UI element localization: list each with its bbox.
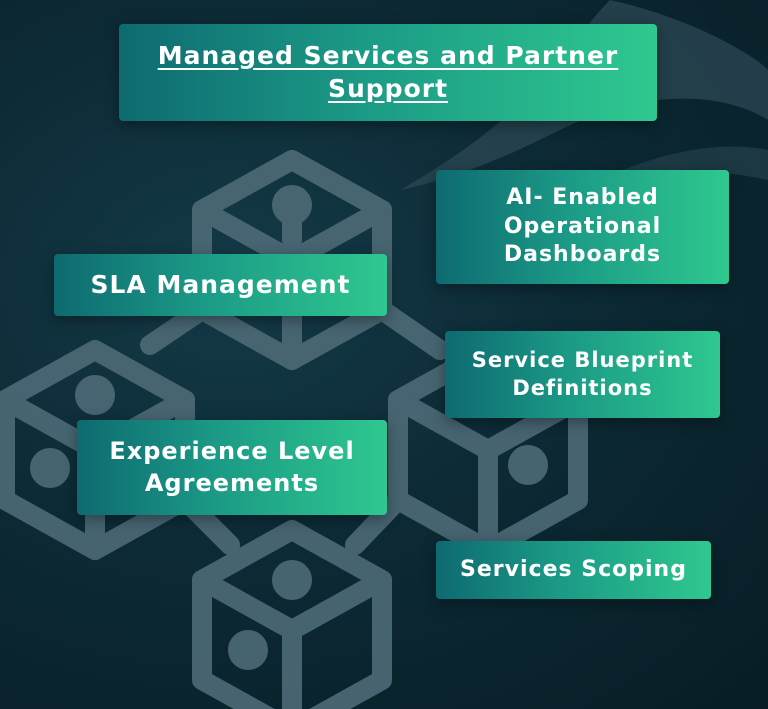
services-scoping-label: Services Scoping	[460, 556, 687, 582]
cube-bottom	[192, 520, 392, 709]
ai-dashboards-card: AI- Enabled Operational Dashboards	[436, 170, 729, 284]
title-card: Managed Services and Partner Support	[119, 24, 657, 121]
service-blueprint-label: Service Blueprint Definitions	[471, 348, 694, 400]
connector-right-bottom	[345, 490, 408, 555]
connector-top-right	[372, 300, 450, 360]
sla-management-label: SLA Management	[90, 269, 351, 299]
title-text: Managed Services and Partner Support	[157, 41, 619, 103]
services-scoping-card: Services Scoping	[436, 541, 711, 599]
sla-management-card: SLA Management	[54, 254, 387, 316]
service-blueprint-card: Service Blueprint Definitions	[445, 331, 720, 418]
experience-level-card: Experience Level Agreements	[77, 420, 387, 515]
ai-dashboards-label: AI- Enabled Operational Dashboards	[503, 185, 662, 268]
swoosh-shape-2	[560, 146, 768, 200]
experience-level-label: Experience Level Agreements	[109, 437, 355, 497]
